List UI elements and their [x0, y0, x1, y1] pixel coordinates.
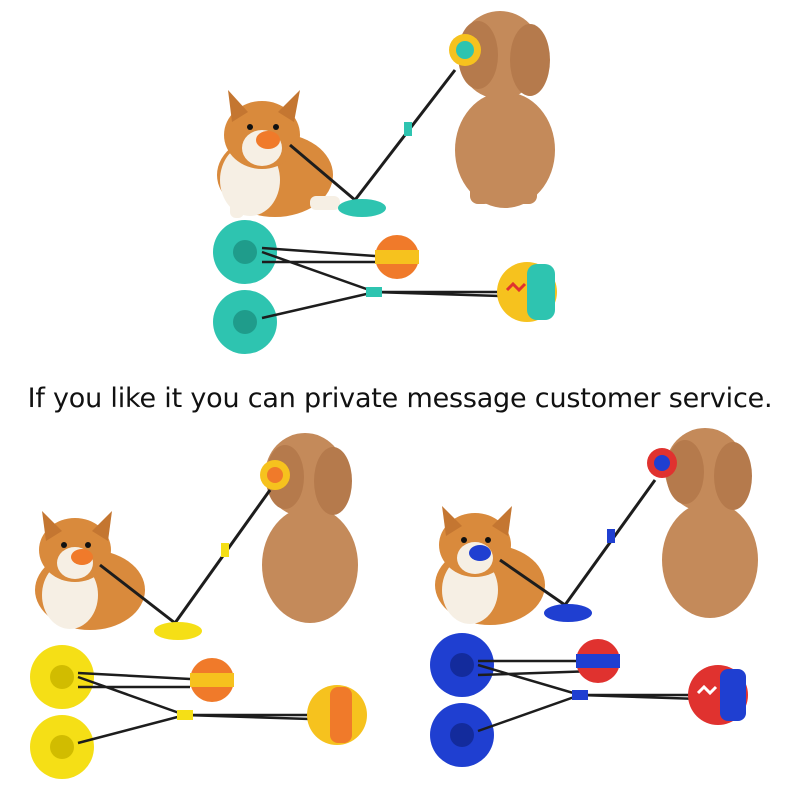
corgi-dog-image — [35, 511, 145, 630]
suction-cup-toy-image — [430, 633, 701, 767]
tug-rope-image — [289, 69, 457, 217]
suction-cup-toy-image — [213, 220, 501, 354]
corgi-dog-image — [435, 506, 545, 625]
corgi-dog-image — [217, 90, 340, 218]
tug-rope-image — [99, 489, 272, 640]
product-panel-yellow — [0, 425, 400, 800]
tug-ball-image — [190, 658, 367, 745]
tug-ball-image — [576, 639, 748, 725]
product-panel-blue — [400, 425, 800, 800]
poodle-dog-image — [260, 433, 358, 623]
tug-rope-image — [499, 479, 657, 622]
tug-ball-image — [375, 235, 557, 322]
poodle-dog-image — [449, 11, 555, 208]
promo-caption: If you like it you can private message c… — [27, 383, 773, 414]
poodle-dog-image — [647, 428, 758, 618]
suction-cup-toy-image — [30, 645, 311, 779]
product-panel-teal — [0, 0, 800, 370]
